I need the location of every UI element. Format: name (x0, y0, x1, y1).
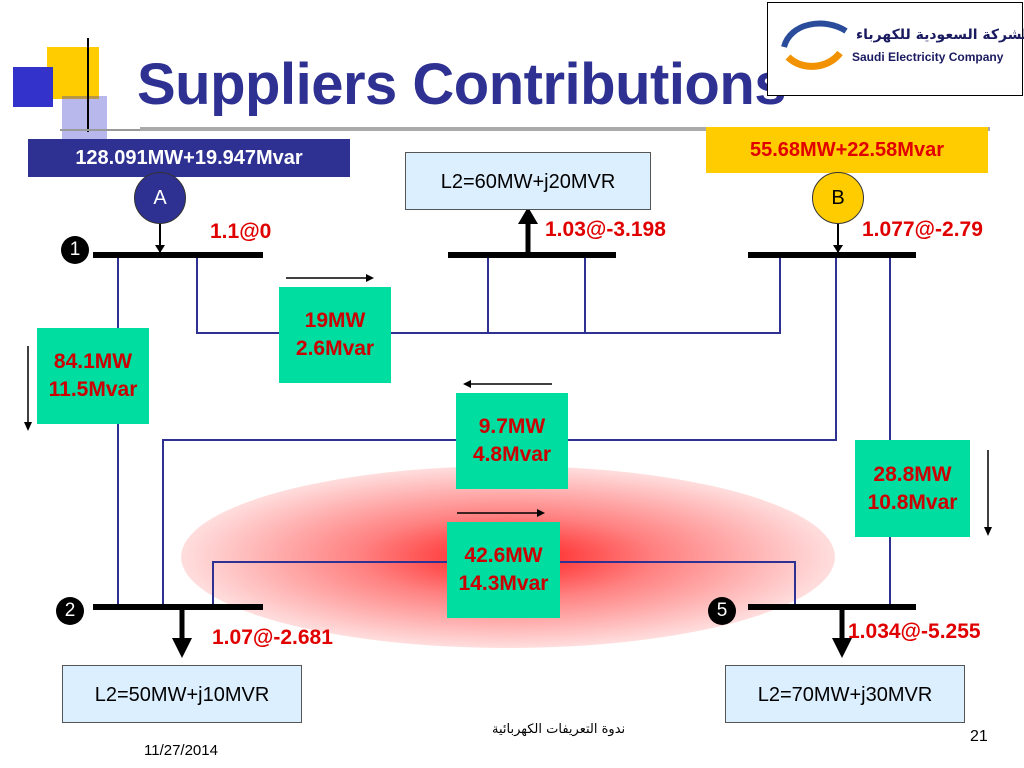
flow-direction-arrows (24, 274, 992, 536)
flow-box-28mw: 28.8MW 10.8Mvar (855, 440, 970, 537)
generator-b-output: 55.68MW+22.58Mvar (706, 127, 988, 173)
load-bus5-label: L2=70MW+j30MVR (725, 665, 965, 723)
load-bus2-label: L2=50MW+j10MVR (62, 665, 302, 723)
company-logo: الشركة السعودية للكهرباء Saudi Electrici… (767, 2, 1024, 96)
load-top-label: L2=60MW+j20MVR (405, 152, 651, 210)
slide-footer-arabic: ندوة التعريفات الكهربائية (492, 722, 626, 737)
bus-3-voltage: 1.077@-2.79 (862, 218, 983, 241)
decor-blue-square (13, 67, 53, 107)
flow-mvar: 4.8Mvar (472, 443, 552, 466)
flow-mvar: 2.6Mvar (295, 337, 375, 360)
bus-1-number: 1 (61, 236, 89, 264)
bus-load-top-voltage: 1.03@-3.198 (545, 218, 666, 241)
bus-1-voltage: 1.1@0 (210, 220, 272, 243)
logo-emblem-icon (781, 20, 848, 70)
logo-english-text: Saudi Electricity Company (852, 50, 1004, 64)
slide-page-number: 21 (970, 728, 988, 745)
load-arrows (172, 207, 852, 658)
bus-2-voltage: 1.07@-2.681 (212, 626, 333, 649)
flow-mw: 42.6MW (464, 544, 543, 567)
buses (93, 252, 916, 610)
flow-mw: 19MW (304, 309, 366, 332)
flow-mvar: 11.5Mvar (48, 378, 138, 401)
bus-2-number: 2 (56, 597, 84, 625)
flow-mw: 84.1MW (53, 350, 133, 373)
decor-faded-square (62, 96, 107, 140)
generator-a-symbol: A (134, 172, 186, 224)
bus-5-voltage: 1.034@-5.255 (848, 620, 981, 643)
flow-mvar: 10.8Mvar (867, 490, 958, 514)
flow-mw: 28.8MW (873, 462, 952, 486)
slide-title: Suppliers Contributions (137, 52, 787, 117)
flow-box-19mw: 19MW 2.6Mvar (279, 287, 391, 383)
flow-box-9mw: 9.7MW 4.8Mvar (456, 393, 568, 489)
flow-box-42mw: 42.6MW 14.3Mvar (447, 522, 560, 618)
logo-arabic-text: الشركة السعودية للكهرباء (856, 27, 1024, 43)
bus-5-number: 5 (708, 597, 736, 625)
slide-date: 11/27/2014 (144, 742, 218, 759)
flow-mw: 9.7MW (478, 415, 546, 438)
title-underline (60, 127, 990, 131)
generator-a-output: 128.091MW+19.947Mvar (28, 139, 350, 177)
flow-box-84mw: 84.1MW 11.5Mvar (37, 328, 149, 424)
flow-mvar: 14.3Mvar (458, 572, 549, 595)
generator-b-symbol: B (812, 172, 864, 224)
decor-yellow-square (47, 47, 99, 99)
